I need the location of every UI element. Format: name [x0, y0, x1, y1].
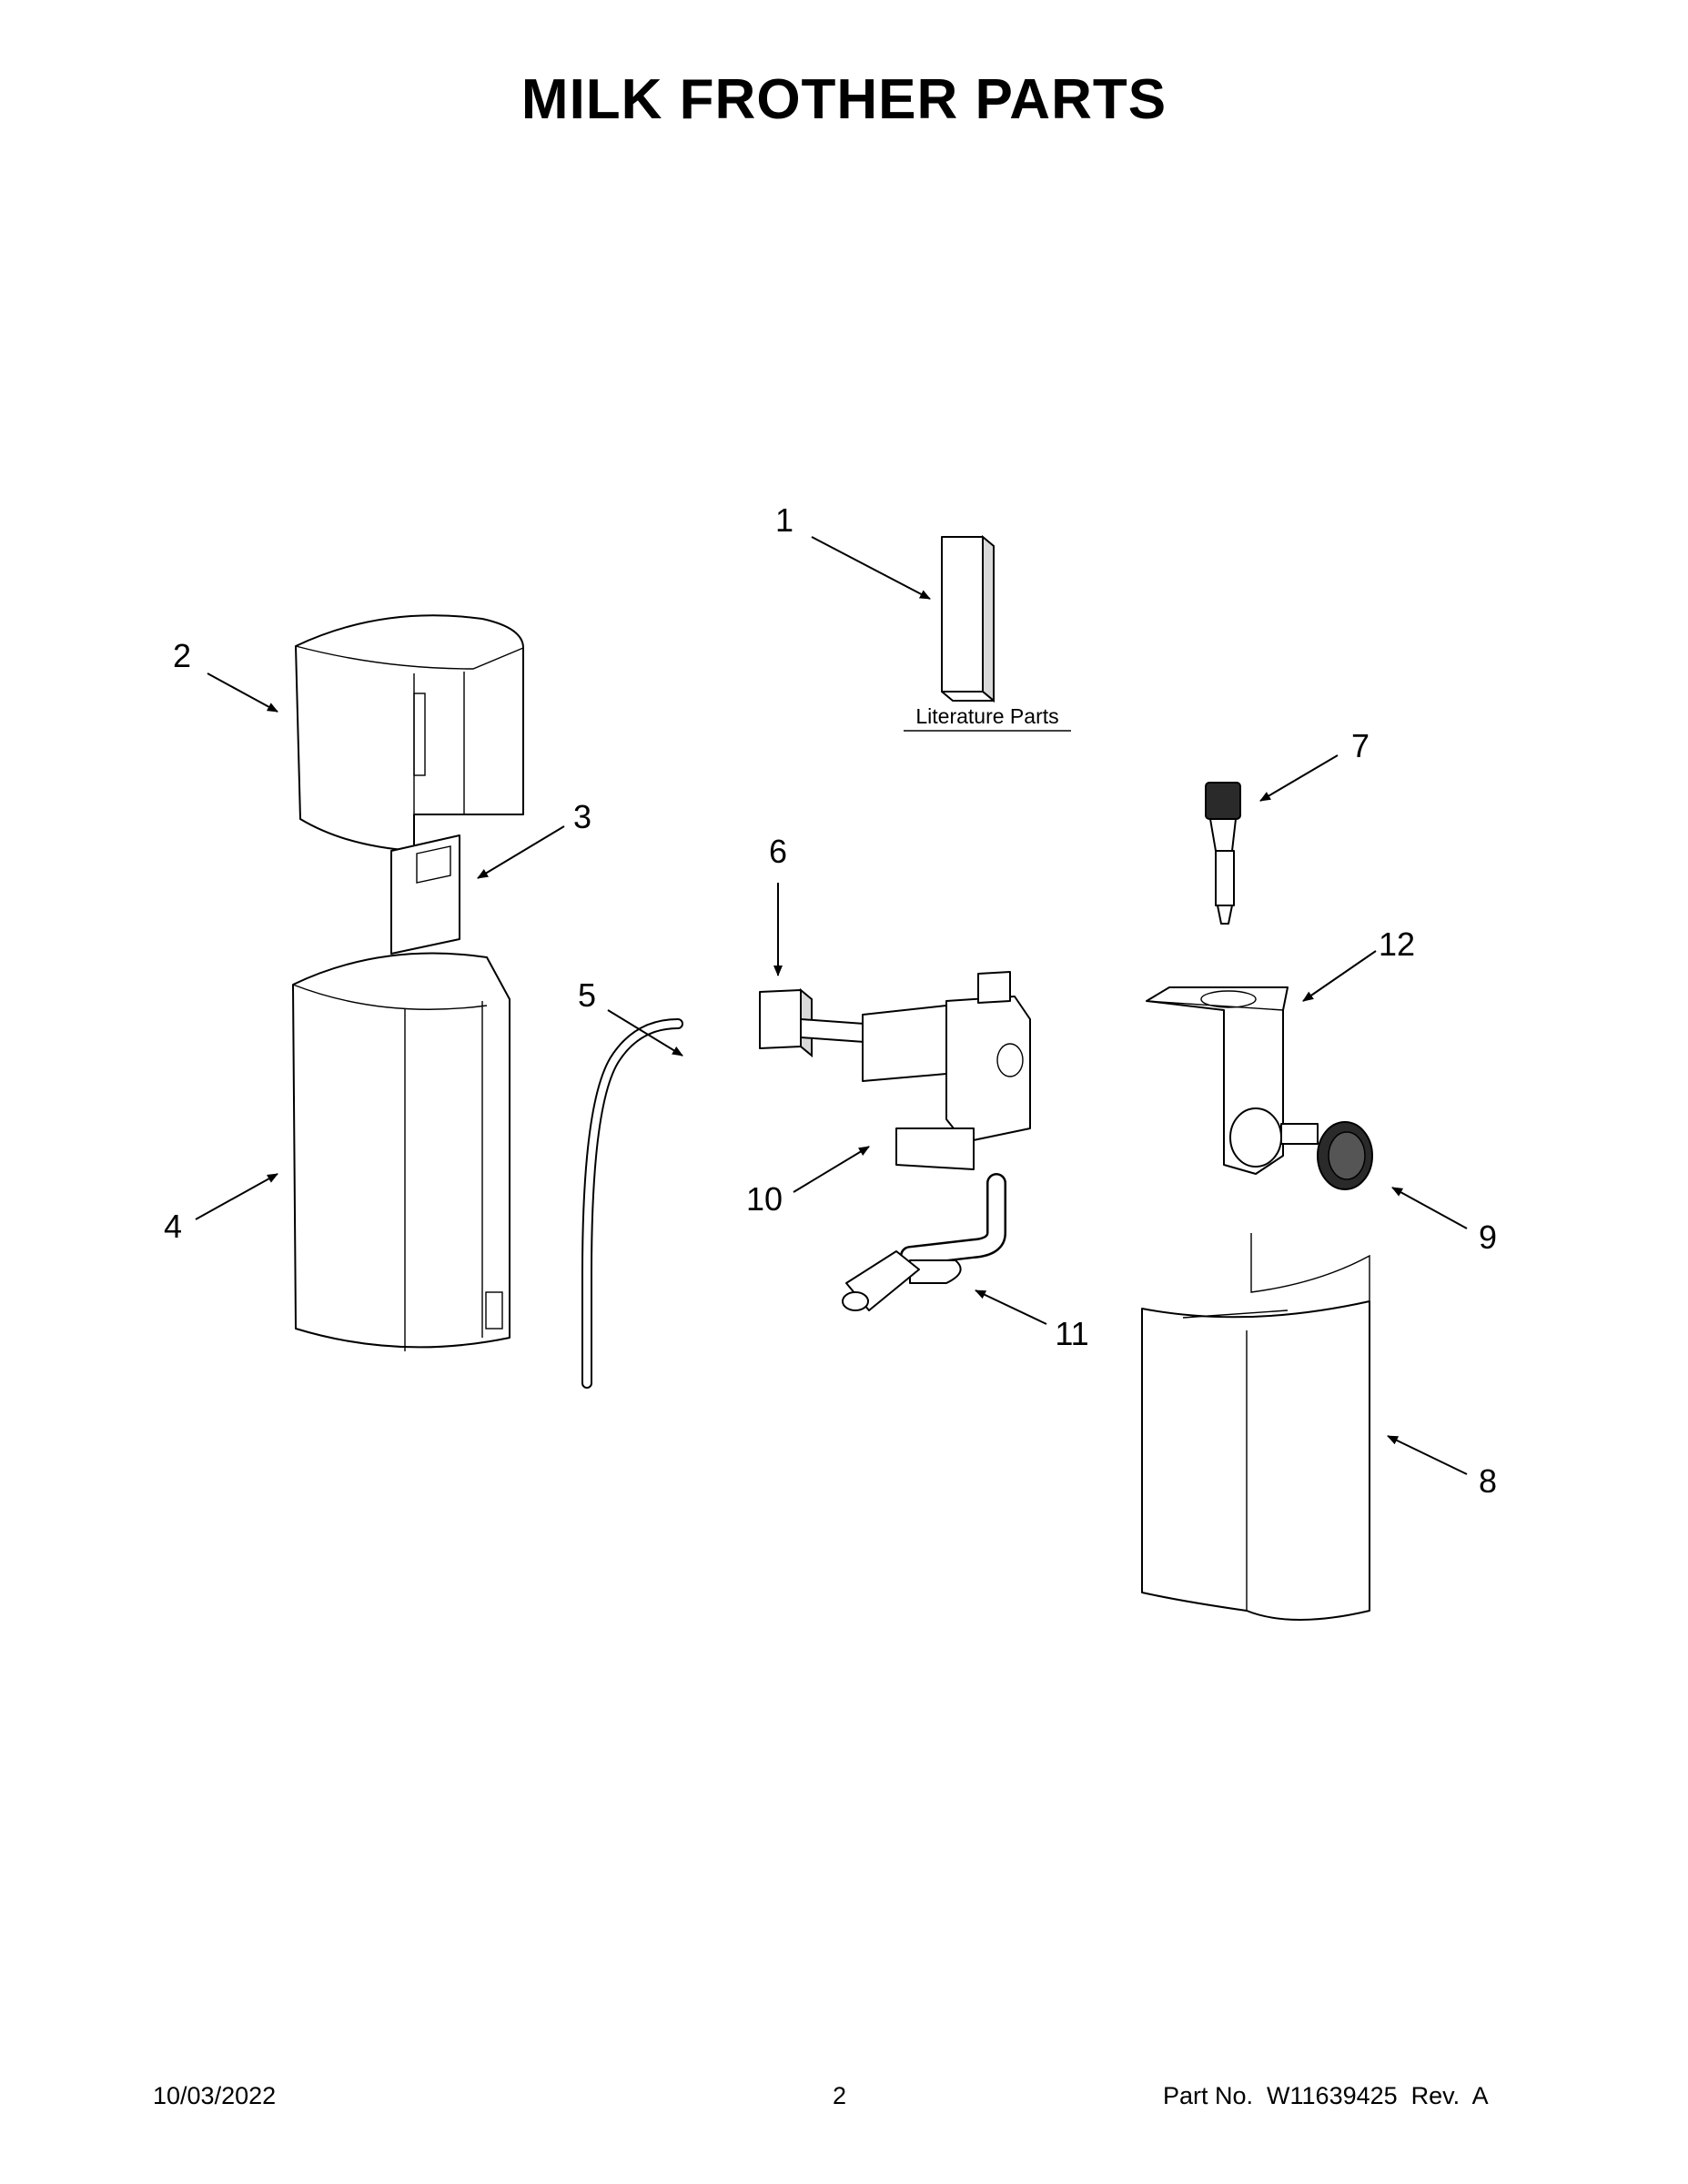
leader-arrow-5: [607, 1009, 683, 1057]
lower-housing-part: [292, 952, 510, 1351]
mounting-plate-part: [1146, 986, 1289, 1175]
leader-arrow-3: [477, 825, 565, 879]
leader-arrow-12: [1302, 950, 1377, 1002]
leader-arrow-9: [1391, 1187, 1468, 1229]
callout-9: 9: [1479, 1218, 1497, 1256]
callout-4: 4: [164, 1208, 182, 1245]
control-knob-part: [1280, 1121, 1373, 1190]
callout-6: 6: [769, 833, 787, 870]
literature-parts-label: Literature Parts: [915, 704, 1058, 728]
callout-7: 7: [1351, 727, 1370, 764]
leader-arrows: [195, 536, 1468, 1475]
leader-arrow-4: [195, 1173, 278, 1220]
frother-bracket-part: [759, 987, 813, 1058]
callout-5: 5: [578, 976, 596, 1014]
footer-page-number: 2: [833, 2082, 847, 2109]
callout-10: 10: [746, 1180, 783, 1218]
callout-3: 3: [573, 798, 591, 835]
page-title: MILK FROTHER PARTS: [521, 68, 1167, 131]
frother-nozzle-part: [1205, 782, 1241, 925]
footer-part-number: Part No. W11639425 Rev. A: [1163, 2082, 1489, 2109]
callout-12: 12: [1379, 925, 1415, 963]
leader-arrow-10: [793, 1146, 870, 1193]
window-panel-part: [390, 834, 460, 955]
footer-date: 10/03/2022: [153, 2082, 277, 2109]
outlet-spout-part: [842, 1173, 1006, 1311]
frother-valve-part: [800, 971, 1031, 1170]
callout-2: 2: [173, 637, 191, 674]
milk-tube-part: [581, 1018, 683, 1389]
upper-cover-part: [295, 614, 524, 852]
leader-arrow-2: [207, 672, 278, 713]
leader-arrow-7: [1259, 754, 1339, 802]
leader-arrow-1: [811, 536, 931, 600]
callout-1: 1: [775, 501, 793, 539]
drip-cover-part: [1141, 1233, 1370, 1621]
leader-arrow-11: [975, 1289, 1047, 1325]
callout-8: 8: [1479, 1462, 1497, 1500]
leader-arrow-8: [1387, 1435, 1468, 1475]
literature-parts-card: [941, 534, 995, 703]
callout-11: 11: [1055, 1315, 1088, 1352]
